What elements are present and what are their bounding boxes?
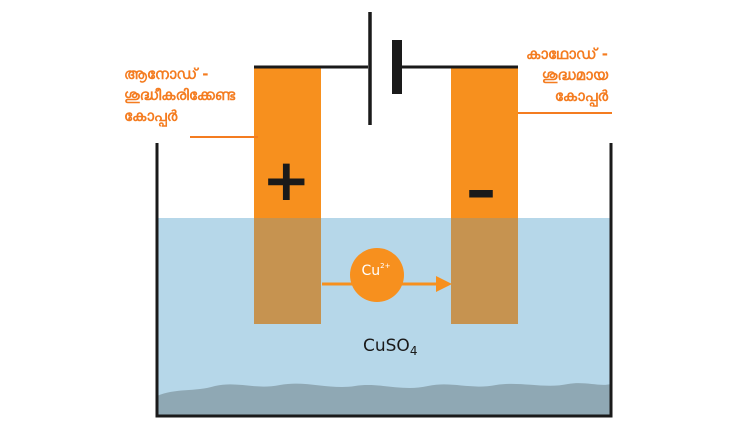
ion-symbol: Cu [361,263,381,279]
ion-charge: 2+ [380,262,391,270]
anode-mud-sediment [157,383,611,416]
electrolyte-formula-main: CuSO [363,336,410,356]
anode-label-line3: കോപ്പർ [124,107,178,125]
anode-electrode [254,66,321,218]
electrolyte-formula-subscript: 4 [409,344,418,358]
cathode-negative-sign: – [466,155,496,225]
cathode-label-line2: ശുദ്ധമായ [541,66,609,84]
anode-positive-sign: + [262,146,311,214]
anode-submerged-part [254,218,321,324]
cathode-electrode [451,66,518,218]
battery-short-plate [392,40,402,94]
copper-ion [350,248,404,302]
anode-label-line2: ശുദ്ധീകരിക്കേണ്ട [124,86,236,104]
ion-arrow-head [436,276,452,292]
anode-label: ആനോഡ് - ശുദ്ധീകരിക്കേണ്ട കോപ്പർ [124,64,235,127]
cathode-label-line3: കോപ്പർ [554,87,609,105]
copper-ion-label: Cu2+ [356,262,396,279]
cathode-label: കാഥോഡ് - ശുദ്ധമായ കോപ്പർ [526,44,608,107]
cathode-label-line1: കാഥോഡ് - [526,45,609,63]
cathode-submerged-part [451,218,518,324]
anode-label-line1: ആനോഡ് - [124,65,209,83]
electrolyte-formula: CuSO4 [363,336,417,358]
electrolytic-tank [155,143,613,418]
